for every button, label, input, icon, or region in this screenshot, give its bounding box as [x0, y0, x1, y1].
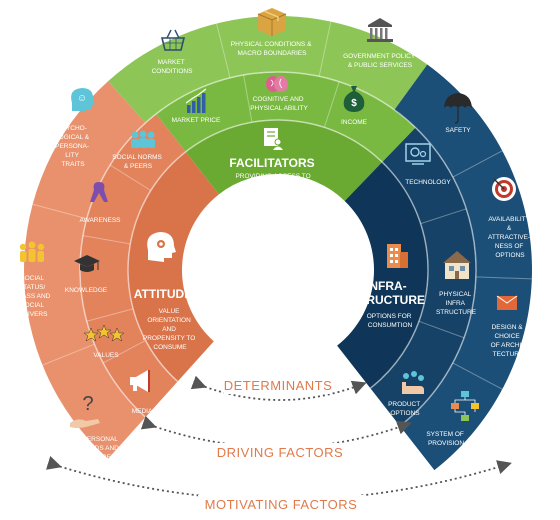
- facilitators-inner-sector: [185, 119, 383, 201]
- design-box-icon: [496, 295, 518, 310]
- motivating-factors-label: MOTIVATING FACTORS: [205, 497, 358, 512]
- svg-text:☺: ☺: [77, 93, 87, 104]
- market-conditions-label: MARKET CONDITIONS: [152, 59, 193, 75]
- ring-boundary: [127, 119, 429, 389]
- brain-icon: [266, 76, 288, 92]
- product-hand-icon: [402, 371, 424, 394]
- attitude-subtitle: VALUE ORIENTATION AND PROPENSITY TO CONS…: [143, 308, 197, 351]
- technology-screen-icon: [405, 143, 431, 165]
- divider-line: [318, 21, 332, 77]
- facilitators-subtitle: PROVIDING ACCESS TO WANTS AND DESIRES: [235, 173, 312, 189]
- ring-boundary: [79, 71, 477, 427]
- psychological-label: PSYCHO- LOGICAL & PERSONA- LITY TRAITS: [55, 125, 91, 168]
- flowchart-icon: [451, 391, 479, 421]
- divider-line: [243, 74, 253, 123]
- social-status-label: SOCIAL STATUS/ CLASS AND SOCIAL DRIVERS: [14, 275, 52, 318]
- divider-line: [216, 23, 231, 79]
- values-label: VALUES: [93, 352, 119, 359]
- income-label: INCOME: [341, 119, 368, 126]
- money-bag-icon: $: [343, 86, 365, 112]
- awareness-label: AWARENESS: [79, 217, 121, 224]
- building-icon: [387, 244, 408, 268]
- document-person-icon: [264, 128, 283, 150]
- infrastructure-core: INFRA- STRUCTURE OPTIONS FOR CONSUMTION: [351, 244, 425, 329]
- divider-line: [109, 164, 152, 191]
- government-building-icon: [367, 18, 393, 42]
- divider-line: [452, 150, 503, 178]
- facilitators-core: FACILITATORS PROVIDING ACCESS TO WANTS A…: [229, 128, 315, 189]
- social-people-icon: [19, 241, 45, 262]
- arrows-group: DETERMINANTS DRIVING FACTORS MOTIVATING …: [45, 375, 512, 513]
- knowledge-label: KNOWLEDGE: [65, 287, 108, 294]
- design-label: DESIGN & CHOICE OF ARCHI- TECTURE: [491, 324, 526, 358]
- shopping-basket-icon: [160, 29, 186, 51]
- house-icon: [443, 251, 471, 279]
- system-of-provision-label: SYSTEM OF PROVISION: [426, 431, 465, 447]
- social-norms-label: SOCIAL NORMS & PEERS: [112, 154, 163, 170]
- cognitive-label: COGNITIVE AND PHYSICAL ABILITY: [250, 96, 308, 112]
- infrastructure-motivating-factors: SAFETY AVAILABILITY & ATTRACTIVE- NESS O…: [426, 93, 532, 447]
- attitude-middle-sector: [80, 113, 186, 418]
- determinants-label: DETERMINANTS: [224, 378, 333, 393]
- divider-line: [32, 203, 87, 220]
- megaphone-icon: [130, 370, 150, 392]
- facilitators-outer-sector: [108, 15, 428, 123]
- head-gear-icon: [147, 232, 176, 262]
- attitude-motivating-factors: ☺ PSYCHO- LOGICAL & PERSONA- LITY TRAITS…: [14, 88, 120, 461]
- facilitators-motivating-factors: MARKET CONDITIONS PHYSICAL CONDITIONS & …: [152, 8, 417, 75]
- market-price-label: MARKET PRICE: [172, 117, 221, 124]
- facilitators-title: FACILITATORS: [229, 156, 314, 170]
- graduation-cap-icon: [74, 255, 100, 272]
- divider-line: [475, 276, 532, 280]
- infrastructure-title: INFRA- STRUCTURE: [351, 279, 425, 307]
- bar-chart-icon: [185, 88, 207, 113]
- divider-line: [102, 339, 146, 364]
- determinants-label-bg: [224, 376, 332, 394]
- attitude-outer-sector: [23, 81, 146, 459]
- availability-label: AVAILABILITY & ATTRACTIVE- NESS OF OPTIO…: [488, 216, 532, 259]
- infrastructure-determinants: TECHNOLOGY PHYSICAL INFRA STRUCTURE PROD…: [388, 143, 477, 417]
- driving-factors-label: DRIVING FACTORS: [217, 445, 343, 460]
- question-mark-icon: ?: [70, 393, 100, 428]
- divider-line: [452, 362, 503, 390]
- divider-line: [86, 308, 134, 322]
- personal-needs-label: PERSONAL NEEDS AND DESIRES: [81, 436, 120, 461]
- svg-text:?: ?: [82, 393, 93, 415]
- motivating-factors-arrow: [45, 455, 512, 501]
- government-policy-label: GOVERNMENT POLICY & PUBLIC SERVICES: [343, 53, 417, 69]
- infrastructure-subtitle: OPTIONS FOR CONSUMTION: [367, 313, 414, 329]
- determinants-arrow: [190, 375, 367, 401]
- infrastructure-outer-sector: [394, 64, 532, 471]
- svg-text:$: $: [351, 98, 357, 109]
- awareness-ribbon-icon: [90, 182, 108, 202]
- motivating-factors-label-bg: [198, 495, 364, 513]
- divider-line: [420, 208, 467, 225]
- attitude-inner-sector: [127, 151, 219, 382]
- attitude-determinants: SOCIAL NORMS & PEERS AWARENESS KNOWLEDGE…: [65, 130, 163, 415]
- cardboard-box-icon: [257, 8, 287, 36]
- physical-conditions-label: PHYSICAL CONDITIONS & MACRO BOUNDARIES: [231, 41, 313, 57]
- facilitators-determinants: MARKET PRICE COGNITIVE AND PHYSICAL ABIL…: [172, 76, 368, 126]
- divider-line: [418, 320, 465, 339]
- divider-line: [42, 343, 95, 366]
- safety-label: SAFETY: [445, 127, 471, 134]
- divider-line: [323, 81, 340, 128]
- umbrella-icon: [444, 93, 472, 124]
- technology-label: TECHNOLOGY: [405, 179, 451, 186]
- three-stars-icon: [83, 324, 125, 342]
- segment-dividers: [32, 21, 532, 427]
- attitude-title: ATTITUDE: [134, 287, 192, 301]
- attitude-core: ATTITUDE VALUE ORIENTATION AND PROPENSIT…: [134, 232, 197, 351]
- head-person-icon: ☺: [71, 88, 95, 111]
- people-group-icon: [131, 130, 155, 148]
- media-label: MEDIA: [132, 408, 153, 415]
- infrastructure-inner-sector: [337, 162, 429, 389]
- physical-infra-label: PHYSICAL INFRA STRUCTURE: [436, 291, 477, 316]
- target-icon: [492, 177, 516, 201]
- infrastructure-middle-sector: [370, 127, 476, 427]
- divider-line: [82, 235, 131, 245]
- product-options-label: PRODUCT OPTIONS: [388, 401, 422, 417]
